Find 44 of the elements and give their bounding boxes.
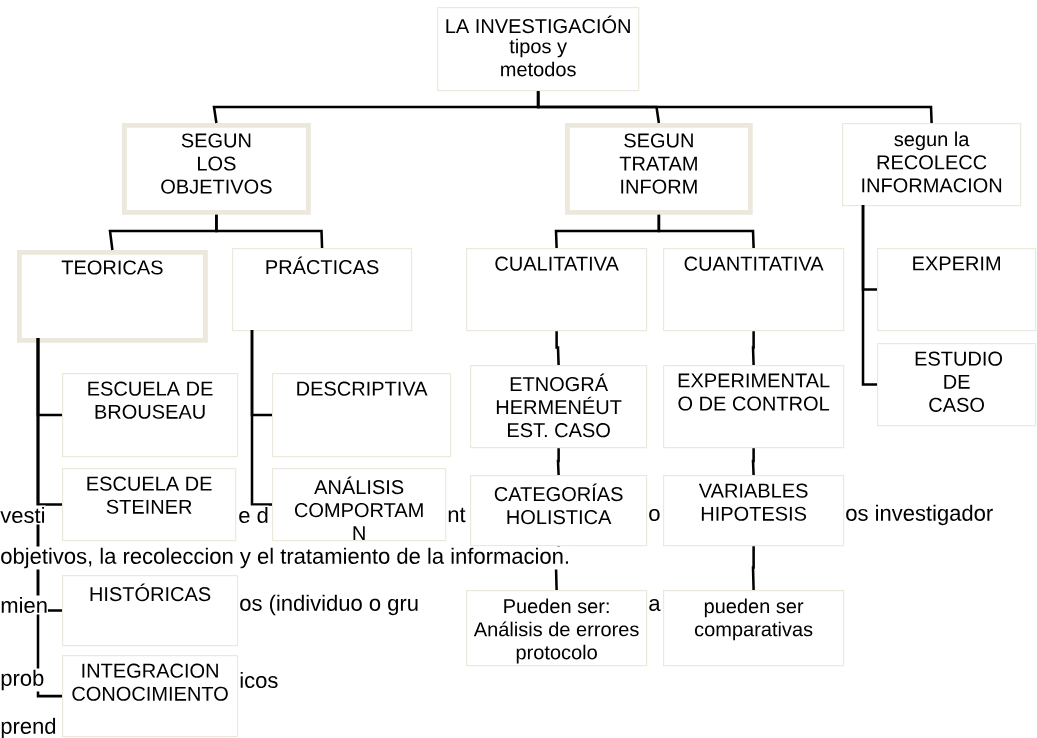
connector-line [215,214,324,249]
concept-box: LA INVESTIGACIÓN tipos y metodos [437,7,640,92]
connector-line [861,205,877,386]
background-text: a [648,597,661,613]
background-text: e d [238,505,269,525]
concept-box: VARIABLES HIPOTESIS [663,475,845,547]
concept-box: ESTUDIO DE CASO [877,343,1037,427]
connector-line [751,448,755,476]
concept-box: INTEGRACION CONOCIMIENTO [62,655,239,738]
connector-line [536,91,933,124]
concept-box: ESCUELA DE STEINER [62,468,237,542]
concept-box: ESCUELA DE BROUSEAU [62,373,239,458]
connector-line [556,448,560,476]
concept-box: Pueden ser: Análisis de errores protocolo [466,590,648,667]
concept-box: HISTÓRICAS [62,575,239,647]
concept-box: DESCRIPTIVA [272,373,452,458]
concept-box: pueden ser comparativas [663,590,845,667]
connector-line [250,330,272,506]
concept-box: CATEGORÍAS HOLISTICA [470,475,648,547]
concept-box: ANÁLISIS COMPORTAM N [272,468,447,542]
background-text: icos [239,670,279,690]
background-text: mien [0,595,48,615]
concept-box: EXPERIM [877,248,1037,332]
background-text: nt [447,506,466,524]
concept-box: SEGUN TRATAM INFORM [565,123,753,215]
concept-box: SEGUN LOS OBJETIVOS [122,123,311,215]
concept-box: ETNOGRÁ HERMENÉUT EST. CASO [470,365,648,449]
concept-box: TEORICAS [17,250,208,343]
background-text: vesti [0,505,46,525]
concept-box: segun la RECOLECC INFORMACION [842,123,1022,207]
background-text: os (individuo o gru [239,593,420,617]
connector-line [555,331,560,366]
concept-box: PRÁCTICAS [232,248,413,332]
concept-box: CUALITATIVA [466,248,648,332]
concept-box: EXPERIMENTAL O DE CONTROL [663,365,845,449]
background-text: prend [0,716,57,738]
concept-box: CUANTITATIVA [663,248,845,332]
background-text: os investigador [845,503,994,527]
connector-line [751,546,755,591]
background-text: o [648,507,661,523]
background-text: objetivos, la recoleccion y el tratamiento de la informacion. [0,546,571,570]
connector-line [751,331,755,366]
background-text: prob [0,668,45,692]
connector-line [657,214,755,249]
